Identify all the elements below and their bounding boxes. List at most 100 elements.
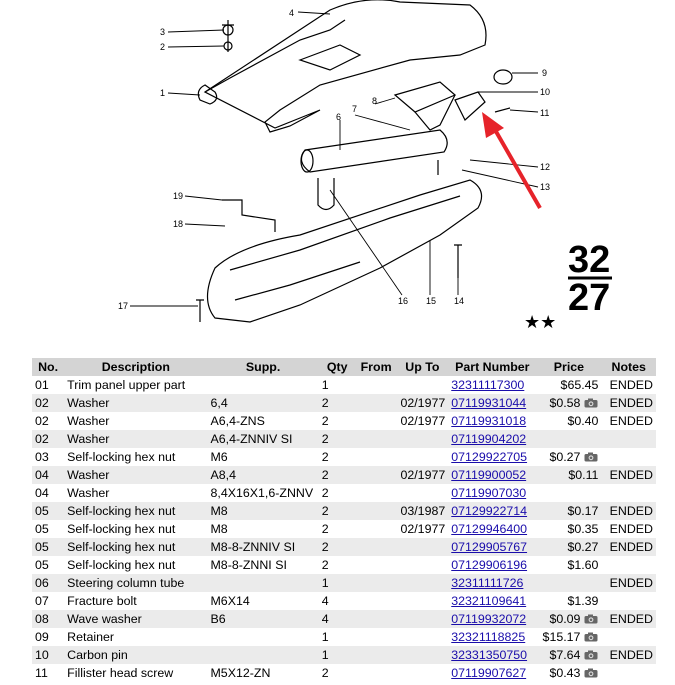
- row-price-cell: $0.27: [536, 538, 602, 556]
- row-upto: 02/1977: [396, 466, 449, 484]
- screw-14: [454, 244, 462, 278]
- row-part-number-cell: 07119932072: [448, 610, 537, 628]
- row-notes: ENDED: [601, 610, 656, 628]
- callout-14: 14: [454, 296, 464, 306]
- row-notes: ENDED: [601, 574, 656, 592]
- part-number-link[interactable]: 32321118825: [451, 630, 526, 644]
- callout-10: 10: [540, 87, 550, 97]
- red-arrow-icon: [482, 112, 542, 209]
- part-number-link[interactable]: 07119907030: [451, 486, 527, 500]
- row-price: $0.58: [549, 395, 581, 410]
- row-from: [355, 628, 397, 646]
- camera-icon[interactable]: [584, 613, 598, 627]
- part-number-link[interactable]: 07119904202: [451, 432, 527, 446]
- row-no: 08: [32, 610, 65, 628]
- screw-17: [196, 299, 204, 322]
- row-price: $0.27: [549, 449, 581, 464]
- row-notes: ENDED: [601, 412, 656, 430]
- part-number-link[interactable]: 07129905767: [451, 540, 528, 554]
- row-supp: A8,4: [207, 466, 319, 484]
- row-qty: 2: [318, 502, 356, 520]
- part-number-link[interactable]: 07119931018: [451, 414, 527, 428]
- part-number-link[interactable]: 07129906196: [451, 558, 528, 572]
- camera-icon[interactable]: [584, 397, 598, 411]
- row-upto: [396, 556, 449, 574]
- group-number-bottom: 27: [568, 277, 610, 319]
- part-number-link[interactable]: 32311117300: [451, 378, 525, 392]
- row-no: 06: [32, 574, 65, 592]
- camera-icon[interactable]: [584, 649, 598, 663]
- part-number-link[interactable]: 32311111726: [451, 576, 524, 590]
- row-price-cell: $1.39: [536, 592, 602, 610]
- part-number-link[interactable]: 07119900052: [451, 468, 527, 482]
- part-number-link[interactable]: 07129922705: [451, 450, 528, 464]
- row-upto: [396, 610, 449, 628]
- row-notes: [601, 448, 656, 466]
- row-price-cell: $15.17: [536, 628, 602, 646]
- callout-16: 16: [398, 296, 408, 306]
- row-no: 02: [32, 412, 65, 430]
- camera-icon[interactable]: [584, 451, 598, 465]
- part-number-link[interactable]: 07129946400: [451, 522, 528, 536]
- row-no: 02: [32, 430, 65, 448]
- row-no: 04: [32, 466, 65, 484]
- row-supp: M5X12-ZN: [207, 664, 319, 682]
- row-price: $1.39: [567, 594, 599, 608]
- row-price-cell: $0.35: [536, 520, 602, 538]
- row-upto: [396, 646, 449, 664]
- part-number-link[interactable]: 32331350750: [451, 648, 528, 662]
- row-upto: [396, 538, 449, 556]
- row-notes: ENDED: [601, 646, 656, 664]
- part-number-link[interactable]: 32321109641: [451, 594, 527, 608]
- row-description: Steering column tube: [64, 574, 208, 592]
- row-upto: [396, 448, 449, 466]
- row-price: $0.35: [567, 522, 599, 536]
- row-supp: M6: [207, 448, 319, 466]
- row-no: 05: [32, 520, 65, 538]
- part-number-link[interactable]: 07119931044: [451, 396, 527, 410]
- part-number-link[interactable]: 07129922714: [451, 504, 528, 518]
- row-part-number-cell: 32311111726: [448, 574, 537, 592]
- row-from: [355, 394, 397, 412]
- row-supp: A6,4-ZNS: [207, 412, 319, 430]
- lower-trim-panel: [206, 179, 483, 323]
- camera-icon[interactable]: [584, 631, 598, 645]
- row-price: $65.45: [560, 378, 599, 392]
- row-qty: 2: [318, 394, 356, 412]
- row-price: $1.60: [567, 558, 599, 572]
- row-qty: 4: [318, 610, 356, 628]
- row-price: $0.09: [549, 611, 581, 626]
- part-number-link[interactable]: 07119907627: [451, 666, 527, 680]
- row-part-number-cell: 32331350750: [448, 646, 537, 664]
- row-notes: [601, 484, 656, 502]
- row-description: Self-locking hex nut: [64, 448, 208, 466]
- row-upto: 02/1977: [396, 520, 449, 538]
- row-from: [355, 430, 397, 448]
- row-upto: [396, 376, 449, 394]
- row-upto: [396, 574, 449, 592]
- callout-3: 3: [160, 27, 165, 37]
- row-notes: ENDED: [601, 520, 656, 538]
- row-notes: [601, 664, 656, 682]
- row-supp: M6X14: [207, 592, 319, 610]
- upper-trim-panel: [203, 0, 487, 133]
- camera-icon[interactable]: [584, 667, 598, 681]
- row-notes: ENDED: [601, 394, 656, 412]
- row-price: $0.11: [568, 468, 599, 482]
- row-supp: B6: [207, 610, 319, 628]
- retainer-part: [454, 91, 486, 121]
- row-no: 01: [32, 376, 65, 394]
- part-number-link[interactable]: 07119932072: [451, 612, 527, 626]
- row-supp: M8: [207, 520, 319, 538]
- row-notes: [601, 556, 656, 574]
- row-qty: 1: [318, 376, 356, 394]
- row-from: [355, 592, 397, 610]
- row-supp: M8: [207, 502, 319, 520]
- row-price: $15.17: [542, 629, 581, 644]
